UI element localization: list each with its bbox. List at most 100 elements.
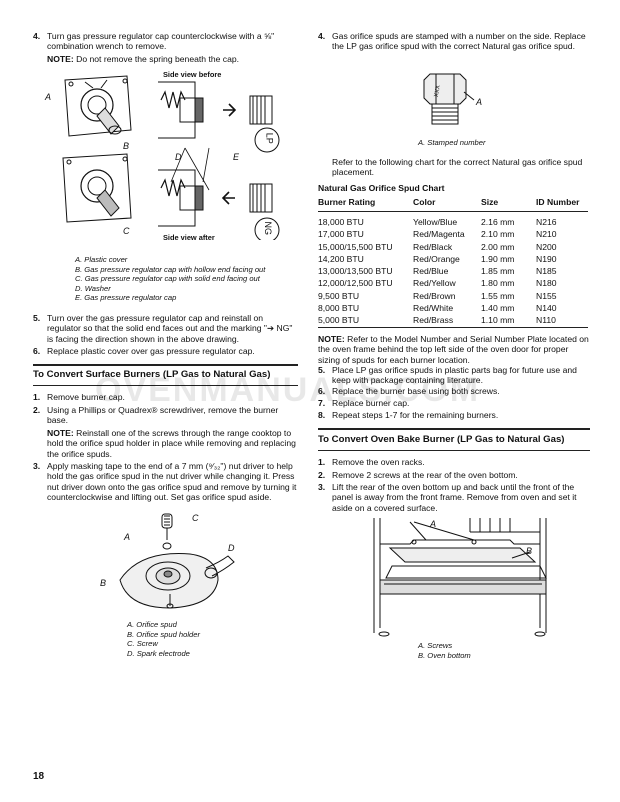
cell: 8,000 BTU — [318, 303, 360, 314]
step-text: Replace burner cap. — [332, 398, 410, 408]
step-number: 3. — [318, 482, 326, 492]
table-row: 14,200 BTU Red/Orange 1.90 mm N190 — [318, 253, 588, 265]
fig1-label-c: C — [123, 226, 130, 236]
step-text: Lift the rear of the oven bottom up and … — [332, 482, 577, 513]
cell: N190 — [536, 253, 557, 264]
column-header: Size — [481, 196, 536, 212]
cell: 2.16 mm — [481, 217, 515, 227]
fig2-label-a: A — [124, 532, 131, 542]
section-divider — [318, 428, 590, 430]
cell: 13,000/13,500 BTU — [318, 266, 393, 277]
cell: Red/Yellow — [413, 278, 456, 289]
cell: N180 — [536, 278, 557, 289]
cell: Red/Blue — [413, 266, 449, 277]
fig1-captions: A. Plastic cover B. Gas pressure regulat… — [75, 255, 265, 303]
section-divider — [33, 385, 298, 386]
caption: A. Screws — [418, 641, 453, 650]
step-text: Remove burner cap. — [47, 392, 125, 402]
step-number: 2. — [318, 470, 326, 480]
caption: A. Orifice spud — [127, 620, 177, 629]
cell: 1.85 mm — [481, 266, 515, 277]
step-text: Replace the burner base using both screw… — [332, 386, 500, 396]
step-number: 8. — [318, 410, 326, 420]
table-row: 12,000/12,500 BTU Red/Yellow 1.80 mm N180 — [318, 277, 588, 289]
column-header: Burner Rating — [318, 196, 413, 212]
orifice-spud-illustration — [423, 73, 475, 125]
cell: 1.90 mm — [481, 253, 515, 264]
fig2-label-c: C — [192, 513, 199, 523]
cell: 12,000/12,500 BTU — [318, 278, 393, 289]
fig4-label-b: B — [526, 546, 533, 556]
step-text: Remove 2 screws at the rear of the oven … — [332, 470, 518, 480]
note-text: Refer to the Model Number and Serial Num… — [318, 334, 589, 365]
caption: B. Gas pressure regulator cap with hollo… — [75, 264, 266, 274]
table-title: Natural Gas Orifice Spud Chart — [318, 183, 445, 193]
note-label: NOTE: — [47, 428, 74, 438]
step-number: 1. — [33, 392, 41, 402]
oven-figure — [373, 518, 547, 637]
stamped-number-text: XXX — [433, 84, 442, 98]
size-note: NOTE: Refer to the Model Number and Seri… — [318, 334, 590, 365]
cell: 9,500 BTU — [318, 290, 360, 301]
step-text: Remove the oven racks. — [332, 457, 425, 467]
cell: 2.10 mm — [481, 229, 515, 240]
fig4-captions: A. Screws B. Oven bottom — [418, 641, 471, 660]
note-text: Do not remove the spring beneath the cap… — [73, 54, 240, 64]
fig3-label-a: A — [476, 97, 483, 107]
lp-marking: LP — [264, 132, 275, 144]
regulator-top-illustration — [64, 75, 132, 137]
cell: 1.10 mm — [481, 315, 515, 326]
step-text: Gas orifice spuds are stamped with a num… — [332, 31, 586, 52]
fig2-captions: A. Orifice spud B. Orifice spud holder C… — [127, 620, 200, 658]
cell: 1.80 mm — [481, 278, 515, 289]
side-view-after-label: Side view after — [163, 233, 215, 242]
cell: N110 — [536, 315, 556, 326]
cell: N185 — [536, 266, 557, 277]
cell: Red/Black — [413, 241, 453, 252]
fig1-label-e: E — [233, 152, 240, 162]
step-4-note: NOTE: Do not remove the spring beneath t… — [47, 54, 297, 64]
regulator-figure — [62, 75, 280, 240]
fig4-label-a: A — [430, 519, 437, 529]
surface-step-2-note: NOTE: Reinstall one of the screws throug… — [47, 428, 297, 459]
caption: A. Stamped number — [418, 138, 486, 147]
caption: E. Gas pressure regulator cap — [75, 293, 177, 303]
cell: 5,000 BTU — [318, 315, 360, 326]
orifice-spud-table: Burner Rating Color Size ID Number 18,00… — [318, 196, 588, 328]
step-number: 1. — [318, 457, 326, 467]
note-label: NOTE: — [47, 54, 74, 64]
cell: Red/Brown — [413, 290, 456, 301]
caption: D. Washer — [75, 283, 111, 293]
caption: A. Plastic cover — [75, 255, 128, 264]
cell: 18,000 BTU — [318, 217, 364, 227]
note-label: NOTE: — [318, 334, 345, 344]
step-number: 7. — [318, 398, 326, 408]
step-text: Using a Phillips or Quadrex® screwdriver… — [47, 405, 279, 426]
step-number: 5. — [33, 313, 41, 323]
step-number: 6. — [318, 386, 326, 396]
column-header: Color — [413, 196, 481, 212]
cell: 1.40 mm — [481, 303, 515, 314]
fig1-label-a: A — [45, 92, 52, 102]
cell: 1.55 mm — [481, 290, 515, 301]
regulator-bottom-illustration — [62, 153, 132, 223]
caption: C. Gas pressure regulator cap with solid… — [75, 274, 260, 284]
cell: 14,200 BTU — [318, 253, 364, 264]
side-view-before-label: Side view before — [163, 70, 222, 79]
table-header-row: Burner Rating Color Size ID Number — [318, 196, 588, 212]
cell: N216 — [536, 217, 557, 227]
fig1-label-d: D — [175, 152, 182, 162]
step-number: 5. — [318, 365, 326, 375]
side-view-before-illustration — [158, 81, 280, 153]
fig2-label-b: B — [100, 578, 107, 588]
ng-marking: NG — [262, 221, 273, 235]
cell: 15,000/15,500 BTU — [318, 241, 393, 252]
cell: 2.00 mm — [481, 241, 515, 252]
cell: Red/Orange — [413, 253, 460, 264]
step-text: Apply masking tape to the end of a 7 mm … — [47, 461, 297, 503]
